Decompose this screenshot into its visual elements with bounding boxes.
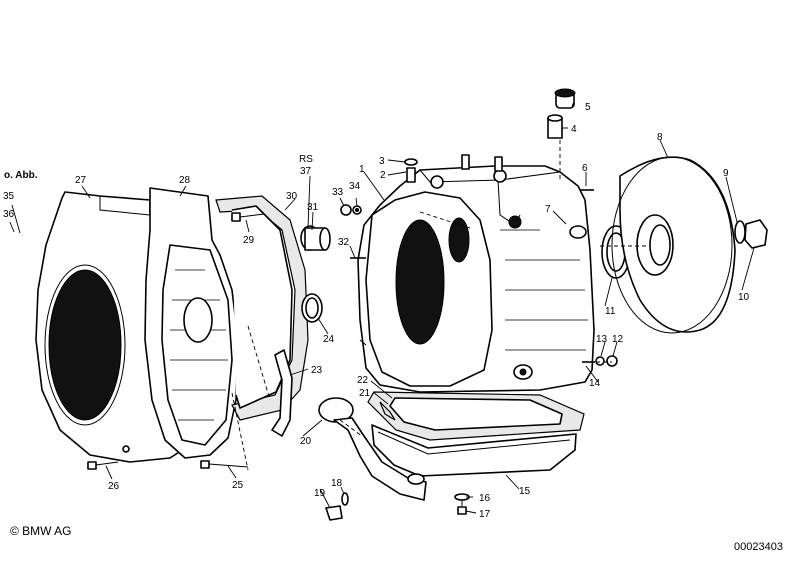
drawing-number: 00023403 [734,541,783,553]
plug-19 [325,505,343,521]
bolt-26 [87,461,119,470]
copyright-text: © BMW AG [10,524,72,538]
callout-22: 22 [357,375,369,386]
rs-label: RS [299,154,313,165]
callout-14: 14 [589,378,601,389]
callout-6: 6 [582,163,588,174]
bolt-17 [457,500,467,515]
callout-33: 33 [332,187,344,198]
callout-37: 37 [300,166,312,177]
callout-8: 8 [657,132,663,143]
callout-19: 19 [314,488,326,499]
bolt-25 [200,460,249,469]
callout-9: 9 [723,168,729,179]
seal-31 [300,225,331,251]
callout-10: 10 [738,292,750,303]
flywheel-housing-28 [144,187,277,459]
o-ring-24 [301,293,323,323]
callout-29: 29 [243,235,255,246]
bolt-29 [231,212,265,222]
oil-pan-15 [371,424,577,477]
flywheel-8 [611,156,736,334]
leader-lines [9,101,755,514]
callout-27: 27 [75,175,87,186]
callout-18: 18 [331,478,343,489]
callout-24: 24 [323,334,335,345]
nut-10 [744,219,768,249]
washer-13 [595,356,605,366]
callout-13: 13 [596,334,608,345]
callout-28: 28 [179,175,191,186]
callout-4: 4 [571,124,577,135]
callout-20: 20 [300,436,312,447]
engine-block-1 [357,165,595,393]
callout-26: 26 [108,481,120,492]
oil-pickup-20 [318,397,427,501]
insert-4 [547,114,563,139]
callout-23: 23 [311,365,323,376]
callout-16: 16 [479,493,491,504]
callout-17: 17 [479,509,491,520]
not-shown-label: o. Abb. [4,170,38,181]
callout-21: 21 [359,388,371,399]
callout-34: 34 [349,181,361,192]
oil-filler-cap-5 [554,88,576,109]
studs-top [461,154,503,172]
plug-12 [606,355,618,367]
callout-32: 32 [338,237,350,248]
stud-2 [406,167,416,183]
screw-3 [404,158,418,166]
callout-12: 12 [612,334,624,345]
callouts: 1 2 3 4 5 6 7 8 9 10 11 12 13 14 15 16 1… [3,102,750,520]
gasket-21 [379,401,396,421]
gasket-22 [367,391,585,441]
callout-25: 25 [232,480,244,491]
callout-7: 7 [545,204,551,215]
callout-31: 31 [307,202,319,213]
callout-1: 1 [359,164,365,175]
nut-33 [340,204,352,216]
washer-34 [352,205,362,215]
callout-15: 15 [519,486,531,497]
tube-23 [271,349,293,437]
callout-5: 5 [585,102,591,113]
washer-9 [734,220,746,244]
callout-11: 11 [605,306,616,317]
callout-2: 2 [380,170,386,181]
callout-30: 30 [286,191,298,202]
washer-18 [341,492,349,506]
callout-35: 35 [3,191,15,202]
callout-3: 3 [379,156,385,167]
callout-36: 36 [3,209,15,220]
